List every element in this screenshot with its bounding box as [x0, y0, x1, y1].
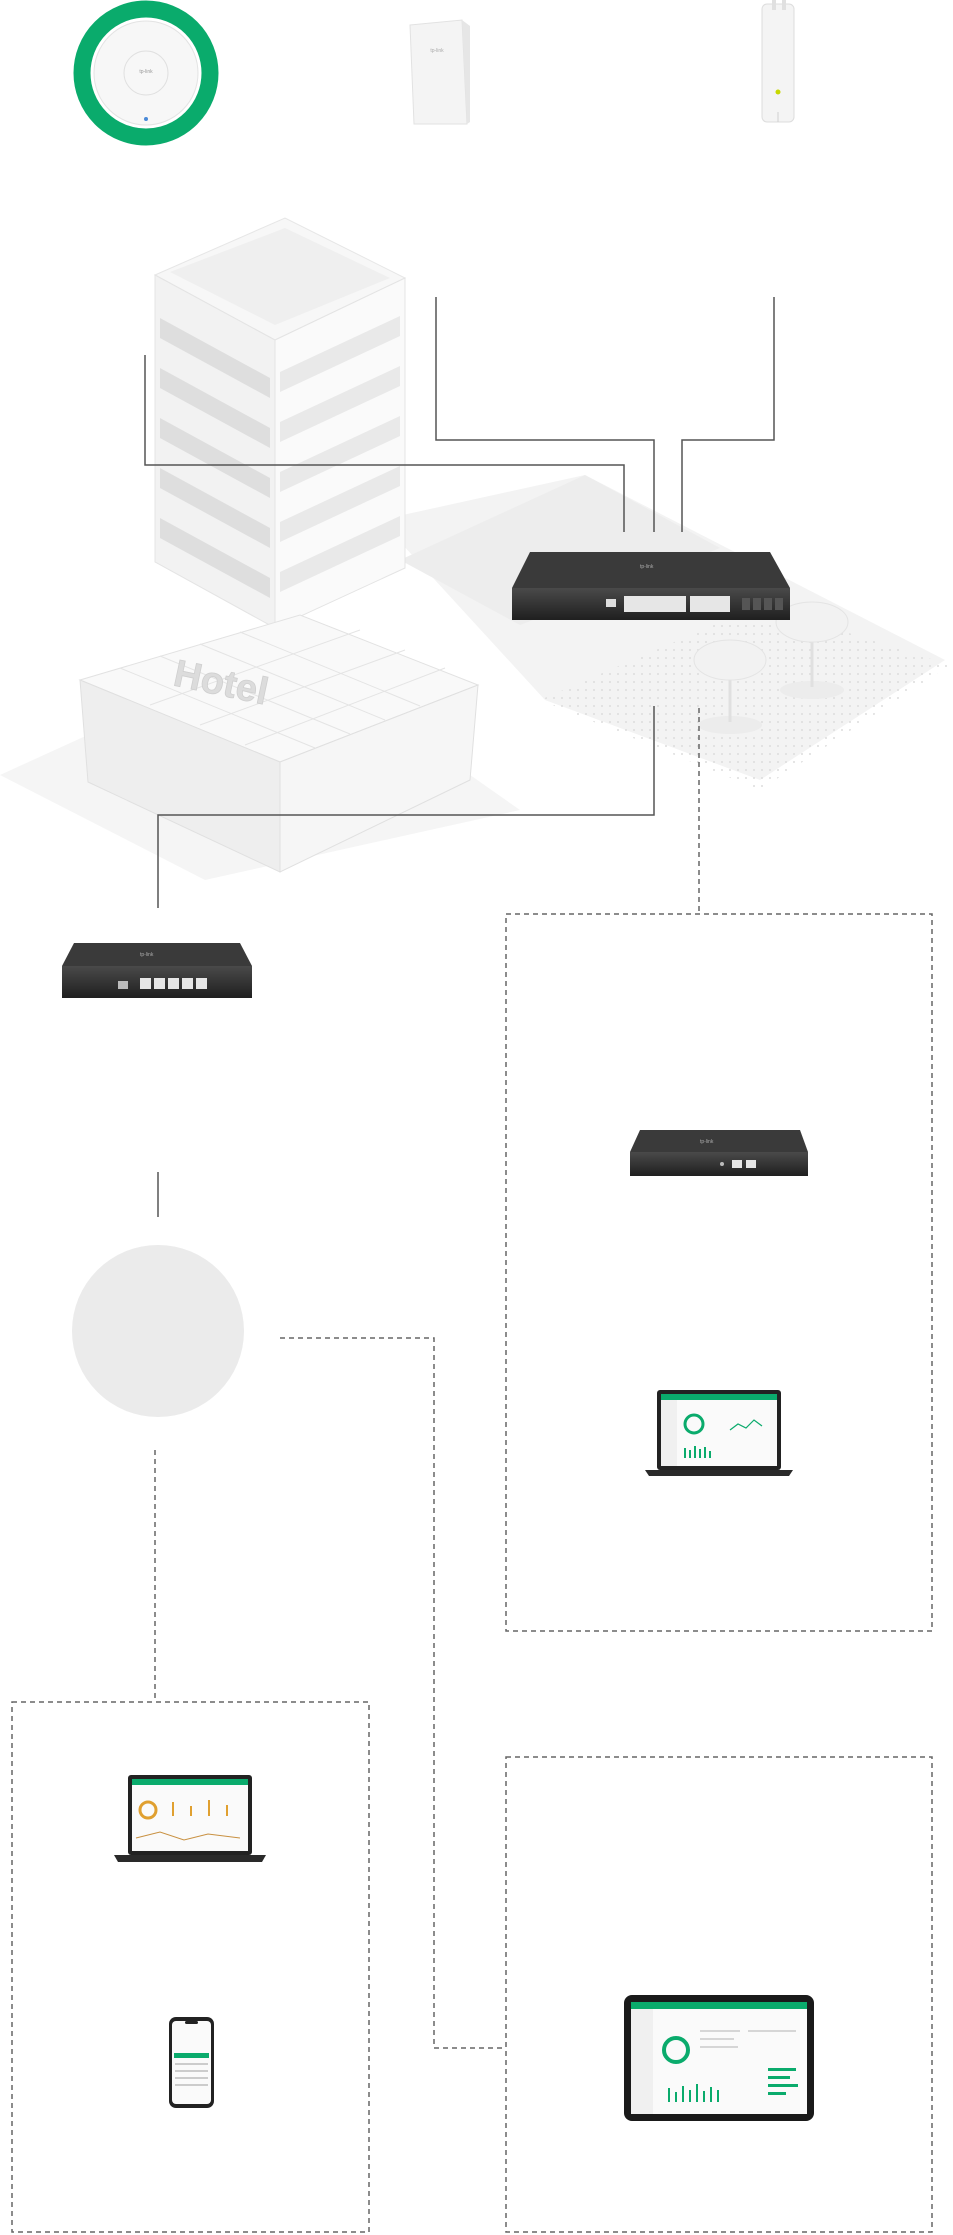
switch-brand: tp-link: [640, 564, 654, 570]
parasol-1: [693, 639, 767, 734]
switch-sfp: [742, 598, 783, 610]
switch-ports: [624, 596, 730, 612]
tower-windows: [160, 318, 270, 598]
podium-grid: [119, 629, 446, 749]
controller-icon: tp-link: [630, 1130, 808, 1176]
parasol-2: [775, 601, 849, 699]
tablet-lines: [700, 2030, 796, 2048]
accent-ring: [73, 0, 219, 146]
phone-icon: [169, 2017, 214, 2108]
tablet-progress: [768, 2068, 798, 2095]
on-premises-box: [505, 913, 933, 1632]
tablet-bars: [668, 2084, 719, 2102]
switch-icon: tp-link: [512, 552, 790, 620]
wall-ap-brand: tp-link: [430, 48, 444, 54]
management-links: [154, 708, 700, 2049]
cloud-based-box: [505, 1756, 933, 2233]
deployment-boxes: [11, 913, 933, 2233]
hotel-scene: Hotel: [0, 217, 950, 880]
ceiling-ap-icon: tp-link: [73, 0, 219, 146]
phone-list: [175, 2063, 208, 2086]
laptop-icon-onprem: [645, 1390, 793, 1476]
router-ports: [140, 978, 207, 989]
tablet-icon: [624, 1995, 814, 2121]
laptop-icon-cloud: [114, 1775, 266, 1862]
cloud-access-box: [11, 1701, 370, 2233]
ethernet-cables: [144, 297, 775, 1217]
laptop-onprem-bars: [684, 1446, 711, 1458]
cloud-circle: [72, 1245, 244, 1417]
router-brand: tp-link: [140, 952, 154, 958]
laptop-cloud-bars: [172, 1800, 228, 1816]
router-icon: tp-link: [62, 943, 252, 998]
controller-brand: tp-link: [700, 1139, 714, 1145]
ceiling-ap-brand: tp-link: [139, 69, 153, 75]
outdoor-ap-icon: [761, 0, 795, 123]
wall-ap-icon: tp-link: [409, 19, 470, 125]
tower-windows-right: [280, 316, 400, 592]
